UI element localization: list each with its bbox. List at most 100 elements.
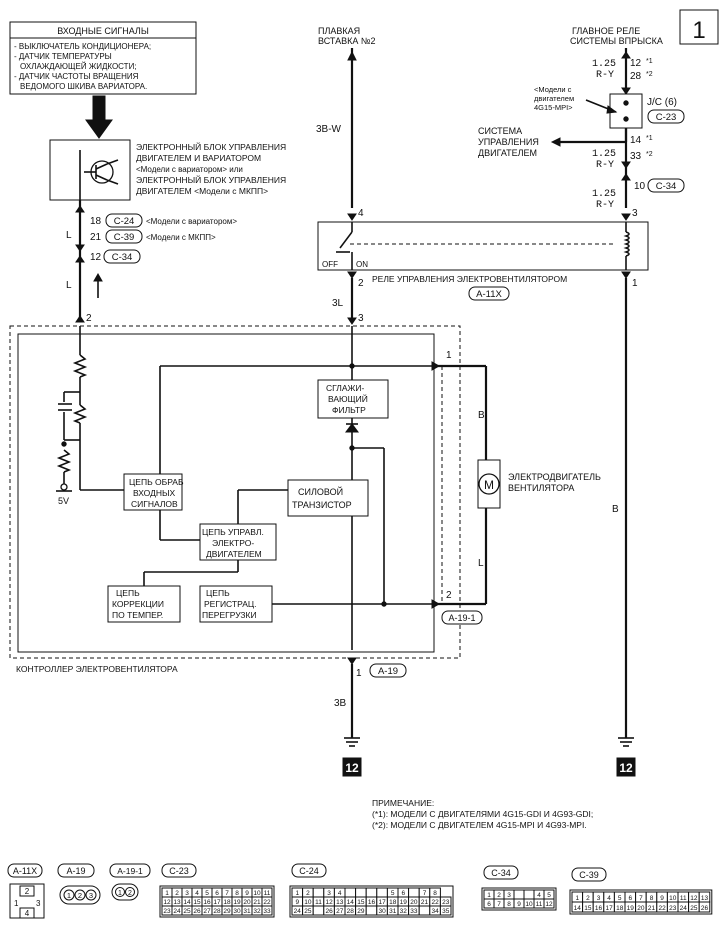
pin: 2 [78,891,82,900]
pin: 12 [325,899,333,906]
pin: 10 [253,890,261,897]
pin-cell [418,905,431,916]
motor-ctrl-line: ДВИГАТЕЛЕМ [206,549,262,559]
ground-label-left: 12 [345,761,359,775]
temp-corr-line: ЦЕПЬ [116,588,140,598]
inputs-box [9,37,197,95]
ecu-label: ЭЛЕКТРОННЫЙ БЛОК УПРАВЛЕНИЯ ДВИГАТЕЛЕМ И… [136,141,286,196]
pin: 12 [163,899,171,906]
pin: 25 [690,905,698,912]
motor-label: ЭЛЕКТРОДВИГАТЕЛЬ [508,472,601,482]
pin: 29 [357,908,365,915]
pin: 23 [163,908,171,915]
wire-color-3b: 3B [334,698,347,709]
conn-tag-c23-label: C-23 [169,866,189,876]
conn-tag-c34 [483,865,519,880]
ground-badge-right [616,757,636,777]
pin: 13 [336,899,344,906]
pin: 30 [233,908,241,915]
pin: 28 [213,908,221,915]
temp-correction-block [107,585,181,623]
pin: 3 [89,891,93,900]
wire-color-3l: 3L [332,298,344,309]
engine-system-line: УПРАВЛЕНИЯ [478,137,539,147]
resistor [72,354,88,378]
conn-badge-c39 [105,229,143,244]
conn-badge-a191-label: A-19-1 [448,613,475,623]
inputs-title: ВХОДНЫЕ СИГНАЛЫ [57,26,149,36]
models-note-line: двигателем [534,94,574,103]
pin: 29 [223,908,231,915]
pin: 1 [67,891,71,900]
pin: 19 [627,905,635,912]
conn-badge-c34 [103,249,141,264]
wire-color-ry: R-Y [596,160,614,171]
wire-color-l: L [66,230,72,241]
pin: 20 [637,905,645,912]
pin-28: 28 [630,71,642,82]
pin: 10 [304,899,312,906]
fan-motor-icon [478,473,500,495]
ecu-pin-21: 21 [90,232,102,243]
relay-title: РЕЛЕ УПРАВЛЕНИЯ ЭЛЕКТРОВЕНТИЛЯТОРОМ [372,274,567,284]
pin-33: 33 [630,151,642,162]
pin: 8 [235,890,239,897]
resistor [56,449,72,473]
relay-switch-contact [339,231,353,249]
conn-tag-a191-label: A-19-1 [117,866,143,876]
pin: 18 [389,899,397,906]
inputs-list: - ВЫКЛЮЧАТЕЛЬ КОНДИЦИОНЕРА; - ДАТЧИК ТЕМ… [14,42,151,91]
models-note: <Модели с двигателем 4G15-MPI> [534,85,574,112]
wire-color-l: L [478,558,484,569]
resistor [72,404,88,424]
controller-box [9,325,461,659]
conn-tag-c39 [571,867,607,882]
pin: 2 [586,895,590,902]
pin: 7 [639,895,643,902]
motor-ctrl-line: ЦЕПЬ УПРАВЛ. [202,527,264,537]
pin: 1 [487,892,491,899]
ecu-note-mkpp: <Модели с МКПП> [146,233,216,242]
pin-cell [439,905,452,916]
pin: 12 [690,895,698,902]
pin: 1 [575,895,579,902]
conn-badge-a11x-label: A-11X [476,289,502,300]
pin: 10 [525,901,533,908]
conn-badge-a11x [468,286,510,301]
pin: 10 [669,895,677,902]
wire-size: 1.25 [592,149,616,160]
relay-coil [623,231,630,257]
pin: 6 [401,890,405,897]
pin: 1 [165,890,169,897]
pin: 4 [607,895,611,902]
conn-tag-a19-label: A-19 [66,866,85,876]
ecu-line: ЭЛЕКТРОННЫЙ БЛОК УПРАВЛЕНИЯ [136,174,286,185]
pin: 20 [410,899,418,906]
pin: 14 [347,899,355,906]
notes-title: ПРИМЕЧАНИЕ: [372,798,434,808]
pin: 16 [203,899,211,906]
wire-color-3bw: 3B-W [316,124,342,135]
wire-size: 1.25 [592,59,616,70]
conn-badge-c23-label: C-23 [656,112,677,123]
engine-system-line: СИСТЕМА [478,126,522,136]
filter-block [317,379,389,419]
conn-badge-a191 [441,610,483,625]
direction-arrow [93,272,103,282]
mark-2: *2 [646,71,653,78]
wire-size: 1.25 [592,189,616,200]
pin: 17 [378,899,386,906]
pin: 5 [391,890,395,897]
temp-corr-line: КОРРЕКЦИИ [112,599,164,609]
pin-cell [312,887,325,898]
conn-badge-c34-label: C-34 [112,252,133,263]
pin: 2 [128,890,132,897]
conn-badge-c39-label: C-39 [114,232,135,243]
pin-cell [355,887,367,898]
pin: 3 [327,890,331,897]
pin: 31 [389,908,397,915]
